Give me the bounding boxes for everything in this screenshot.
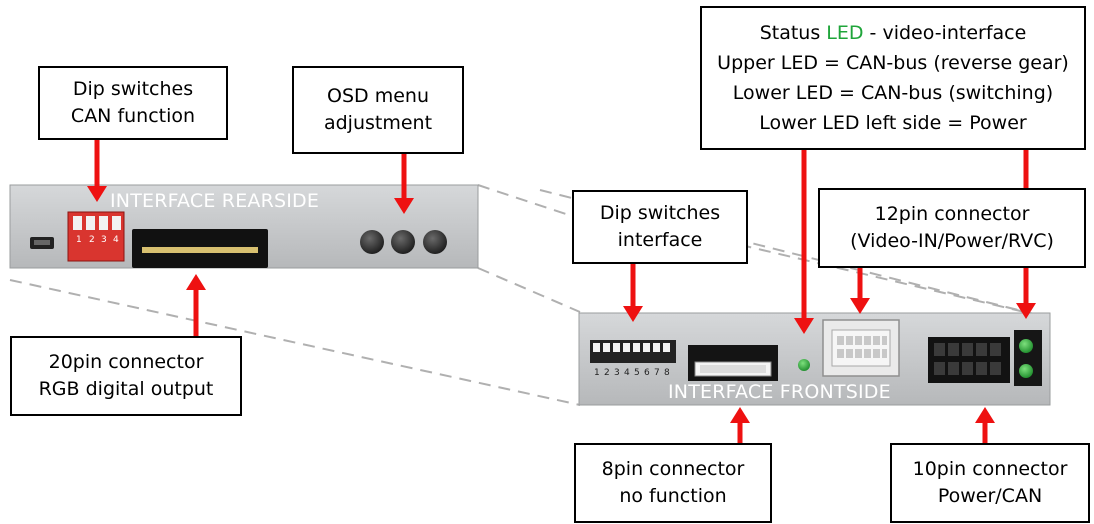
- rear-dip-number: 2: [89, 235, 95, 245]
- rear-dip-number: 3: [101, 235, 107, 245]
- callout-line: Lower LED left side = Power: [759, 112, 1027, 134]
- callout-line: Power/CAN: [937, 485, 1043, 507]
- callout-line: Dip switches: [72, 78, 194, 100]
- front-dip-number: 2: [604, 368, 610, 378]
- callout-line: 10pin connector: [912, 458, 1068, 480]
- callout-line: Dip switches: [599, 202, 721, 224]
- callout-20pin: 20pin connector RGB digital output: [10, 336, 242, 416]
- arrow-head: [394, 198, 414, 214]
- callout-line: 20pin connector: [48, 351, 204, 373]
- front-dip-number: 1: [594, 368, 600, 378]
- front-dip-number-labels: 1 2 3 4 5 6 7 8: [594, 368, 670, 378]
- front-panel-label: INTERFACE FRONTSIDE: [668, 381, 891, 403]
- front-dip-number: 8: [664, 368, 670, 378]
- status-led-prefix: Status: [759, 22, 827, 44]
- front-dip-number: 4: [624, 368, 630, 378]
- callout-line: CAN function: [70, 105, 196, 127]
- callout-line: (Video-IN/Power/RVC): [850, 230, 1054, 252]
- callout-line: 12pin connector: [874, 203, 1030, 225]
- rear-dip-number-labels: 2 3 4 1: [76, 235, 119, 245]
- rear-dip-number: 1: [76, 235, 82, 245]
- guide-line: [719, 239, 1051, 319]
- callout-line: Status LED - video-interface: [760, 18, 1027, 48]
- front-dip-number: 7: [654, 368, 660, 378]
- callout-8pin: 8pin connector no function: [574, 443, 772, 523]
- callout-line: Upper LED = CAN-bus (reverse gear): [717, 52, 1069, 74]
- callout-line: adjustment: [323, 112, 433, 134]
- rear-dip-number: 4: [113, 235, 119, 245]
- callout-line: 8pin connector: [601, 458, 745, 480]
- arrow-head: [1016, 303, 1036, 319]
- callout-line: no function: [619, 485, 727, 507]
- callout-arrows: [87, 139, 1036, 445]
- front-panel: [578, 312, 1051, 406]
- upper-led: [1019, 339, 1033, 353]
- callout-status-led: Status LED - video-interface Upper LED =…: [700, 6, 1086, 150]
- arrow-head: [87, 186, 107, 202]
- guide-line: [9, 279, 581, 406]
- guide-line: [477, 267, 581, 313]
- callout-line: RGB digital output: [38, 378, 214, 400]
- arrow-head: [794, 318, 814, 334]
- callout-line: OSD menu: [327, 85, 429, 107]
- arrow-head: [186, 274, 206, 290]
- front-dip-number: 6: [644, 368, 650, 378]
- callout-dip-can: Dip switches CAN function: [38, 66, 228, 140]
- arrow-head: [850, 298, 870, 314]
- callout-line: interface: [617, 229, 703, 251]
- callout-12pin: 12pin connector (Video-IN/Power/RVC): [818, 188, 1086, 268]
- callout-line: Lower LED = CAN-bus (switching): [732, 82, 1054, 104]
- front-dip-number: 3: [614, 368, 620, 378]
- status-led-word: LED: [826, 22, 864, 44]
- osd-button: [423, 230, 447, 254]
- status-led-suffix: - video-interface: [863, 22, 1027, 44]
- osd-button: [391, 230, 415, 254]
- arrow-head: [623, 306, 643, 322]
- front-dip-number: 5: [634, 368, 640, 378]
- osd-button: [360, 230, 384, 254]
- lower-led: [1019, 364, 1033, 378]
- arrow-head: [730, 407, 750, 423]
- callout-osd: OSD menu adjustment: [292, 66, 464, 154]
- arrow-head: [975, 407, 995, 423]
- front-status-led: [798, 359, 810, 371]
- callout-dip-interface: Dip switches interface: [572, 190, 748, 264]
- rear-panel-label: INTERFACE REARSIDE: [110, 190, 320, 212]
- callout-10pin: 10pin connector Power/CAN: [890, 443, 1090, 523]
